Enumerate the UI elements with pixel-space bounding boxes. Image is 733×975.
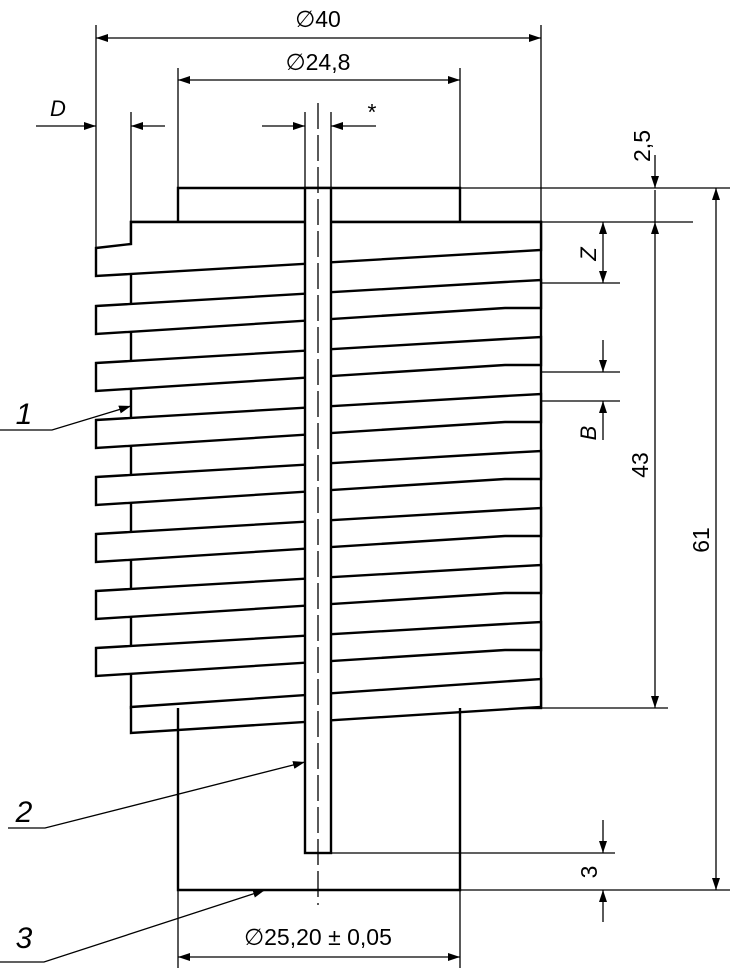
callout-rod-label: 2 [15,796,33,829]
callout-base-label: 3 [16,922,33,955]
outer-diameter-label: ∅40 [295,6,341,32]
bottom-offset-label: 3 [576,866,602,879]
leader-winding [0,405,132,431]
leader-lines [0,405,306,963]
dimension-labels: ∅40 ∅24,8 D * 2,5 Z B 43 61 3 ∅25,20 ± 0… [50,6,714,950]
winding-height-label: 43 [627,452,653,478]
leader-rod [8,761,306,829]
central-rod [303,103,333,905]
callout-labels: 1 2 3 [15,398,33,955]
leader-base [0,889,266,963]
pitch-z-label: Z [576,246,601,262]
wire-b-label: B [576,426,601,441]
dimension-lines [36,34,720,961]
winding-turn [129,677,543,735]
base-diameter-label: ∅25,20 ± 0,05 [244,924,392,950]
inner-diameter-label: ∅24,8 [286,49,351,75]
extension-lines [95,25,730,968]
total-height-label: 61 [688,527,714,553]
top-offset-label: 2,5 [629,130,655,162]
gap-d-label: D [50,96,66,121]
wire-mark-label: * [368,99,377,125]
callout-winding-label: 1 [16,398,33,431]
